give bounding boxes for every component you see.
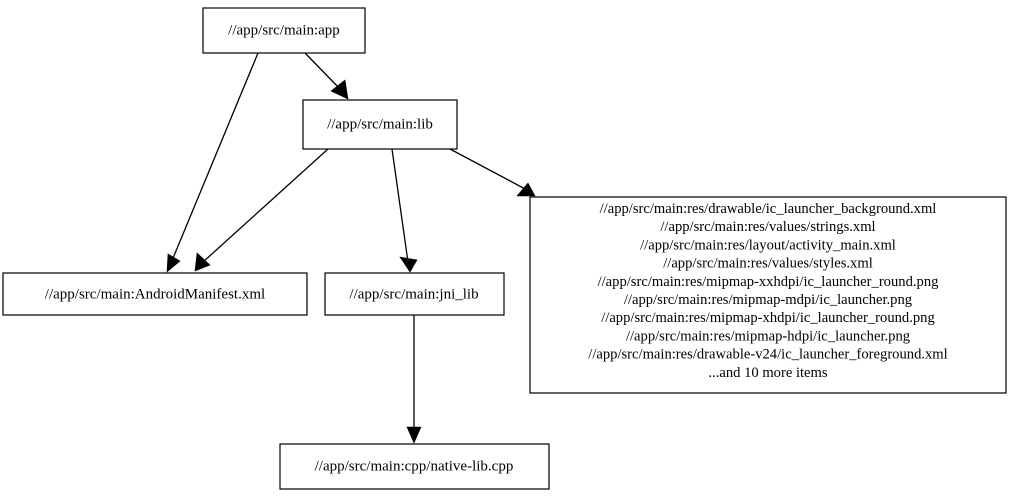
- cluster-line-label: //app/src/main:res/mipmap-mdpi/ic_launch…: [624, 292, 913, 308]
- cluster-line-label: //app/src/main:res/mipmap-xhdpi/ic_launc…: [601, 310, 935, 326]
- edge-lib-to-res_cluster: [449, 148, 536, 197]
- node-lib[interactable]: //app/src/main:lib: [302, 99, 458, 150]
- arrowhead-icon: [194, 252, 211, 272]
- cluster-line-label: //app/src/main:res/values/strings.xml: [660, 219, 875, 235]
- edge-line: [449, 148, 528, 191]
- cluster-line-label: //app/src/main:res/mipmap-hdpi/ic_launch…: [626, 328, 911, 344]
- node-box: [2, 272, 308, 316]
- node-box: [324, 272, 505, 316]
- edge-line: [170, 52, 259, 264]
- arrowhead-icon: [516, 182, 536, 197]
- node-jni_lib[interactable]: //app/src/main:jni_lib: [324, 272, 505, 316]
- node-box: [202, 7, 366, 54]
- arrowhead-icon: [166, 253, 181, 273]
- node-androidmanifest[interactable]: //app/src/main:AndroidManifest.xml: [2, 272, 308, 316]
- node-label: //app/src/main:AndroidManifest.xml: [45, 286, 265, 302]
- node-box: [279, 443, 550, 490]
- nodes-layer: //app/src/main:app //app/src/main:lib //ap…: [2, 7, 550, 490]
- cluster-line-label: //app/src/main:res/mipmap-xxhdpi/ic_laun…: [598, 274, 940, 290]
- edge-line: [202, 148, 329, 263]
- node-label: //app/src/main:app: [228, 22, 340, 38]
- edge-app-to-androidmanifest: [166, 52, 259, 273]
- cluster-node-res: //app/src/main:res/drawable/ic_launcher_…: [529, 196, 1007, 394]
- cluster-node-box: [529, 196, 1007, 394]
- edges-layer: [166, 52, 536, 444]
- arrowhead-icon: [406, 426, 422, 444]
- edge-line: [391, 148, 409, 263]
- edge-lib-to-jni_lib: [391, 148, 418, 273]
- cluster-line-label: //app/src/main:res/drawable-v24/ic_launc…: [588, 347, 947, 363]
- cluster-line-label: //app/src/main:res/layout/activity_main.…: [640, 237, 896, 253]
- edge-app-to-lib: [304, 52, 349, 100]
- edge-line: [304, 52, 342, 91]
- edge-lib-to-androidmanifest: [194, 148, 329, 272]
- node-box: [302, 99, 458, 150]
- node-native_lib_cpp[interactable]: //app/src/main:cpp/native-lib.cpp: [279, 443, 550, 490]
- cluster-line-label: //app/src/main:res/drawable/ic_launcher_…: [600, 201, 937, 217]
- node-label: //app/src/main:lib: [327, 116, 433, 132]
- cluster-overflow-label: ...and 10 more items: [708, 365, 827, 381]
- node-label: //app/src/main:cpp/native-lib.cpp: [315, 458, 514, 474]
- node-label: //app/src/main:jni_lib: [349, 286, 478, 302]
- node-app[interactable]: //app/src/main:app: [202, 7, 366, 54]
- arrowhead-icon: [399, 256, 418, 273]
- edge-jni_lib-to-native_lib_cpp: [406, 315, 422, 444]
- cluster-line-label: //app/src/main:res/values/styles.xml: [663, 256, 873, 272]
- arrowhead-icon: [330, 79, 349, 100]
